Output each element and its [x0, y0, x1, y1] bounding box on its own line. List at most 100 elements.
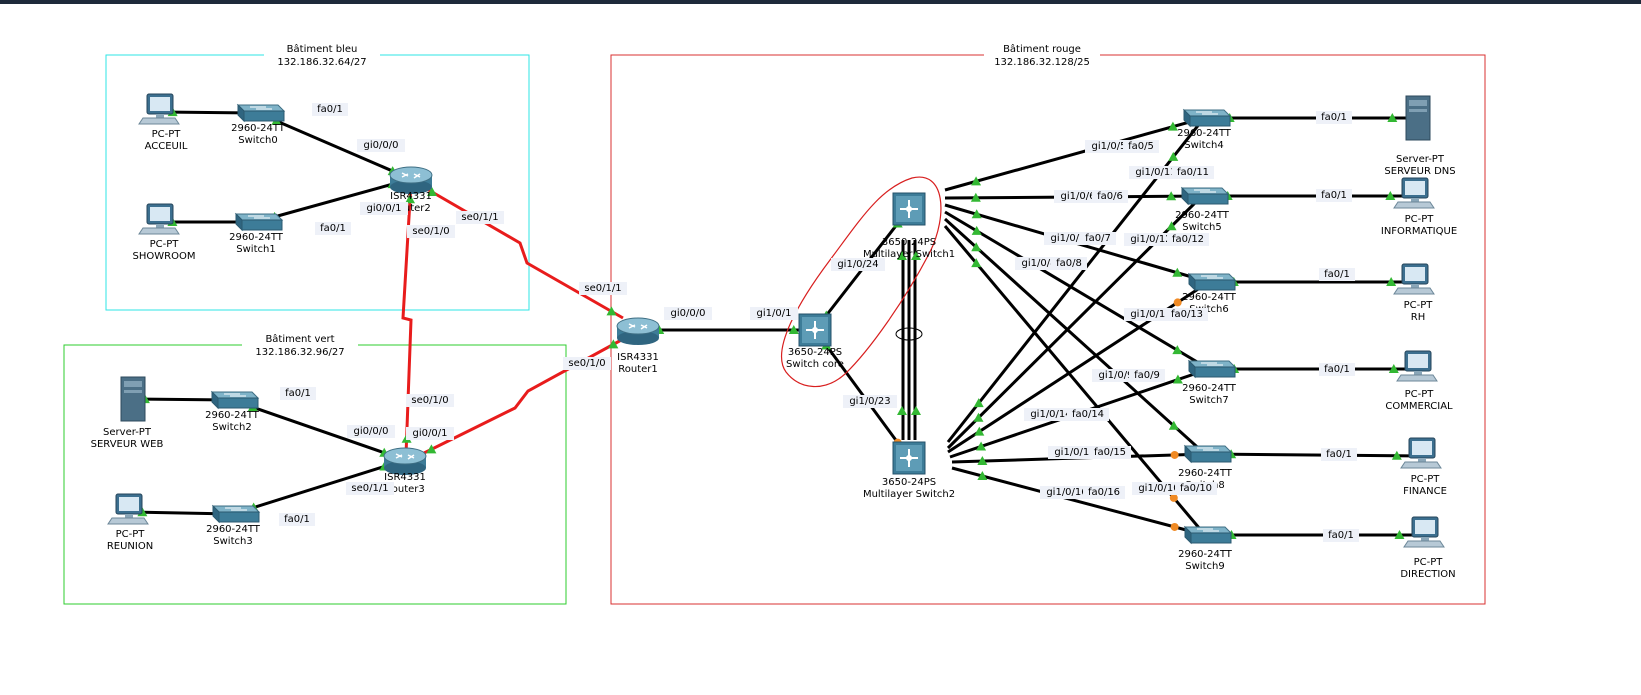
link-mls1-sw7[interactable]: [944, 210, 1210, 371]
port-label: fa0/6: [1092, 190, 1128, 203]
link-r1-core-status-b: [788, 325, 799, 334]
port-label: gi1/0/23: [843, 395, 897, 408]
svg-text:fa0/1: fa0/1: [1324, 269, 1350, 280]
device-sw3-type: 2960-24TT: [206, 524, 261, 535]
device-sw0-name: Switch0: [238, 135, 277, 146]
port-label: gi1/0/16: [1040, 486, 1094, 499]
device-r1-type: ISR4331: [617, 352, 659, 363]
link-sw2-r3[interactable]: [231, 398, 406, 462]
svg-text:fa0/1: fa0/1: [1326, 449, 1352, 460]
device-sw5-name: Switch5: [1182, 222, 1221, 233]
port-label: fa0/8: [1051, 257, 1087, 270]
port-label: gi1/0/6: [1054, 190, 1102, 203]
port-label: gi0/0/1: [360, 202, 408, 215]
pc-icon: [1400, 437, 1442, 469]
port-label: fa0/13: [1166, 308, 1208, 321]
multilayer-switch-icon: [892, 441, 926, 475]
link-mls1-sw6-status-b: [1172, 267, 1183, 277]
port-label: gi1/0/12: [1124, 233, 1178, 246]
link-core-mls2[interactable]: [813, 329, 911, 459]
svg-text:gi1/0/8: gi1/0/8: [1022, 258, 1057, 269]
switch-icon: [236, 103, 286, 123]
device-pc_dir-type: PC-PT: [1414, 557, 1444, 568]
link-mls2-sw5-status-b: [1166, 221, 1177, 231]
link-r3-r1-status-a: [426, 444, 437, 454]
zone-vert-title: Bâtiment vert: [265, 333, 334, 345]
svg-text:fa0/10: fa0/10: [1180, 483, 1212, 494]
pc-icon: [1403, 516, 1445, 548]
link-mls1-sw4[interactable]: [944, 116, 1205, 192]
link-mls1-sw8-status-a: [971, 242, 982, 252]
port-label: gi1/0/14: [1024, 408, 1078, 421]
switch-icon: [1183, 525, 1233, 545]
port-label: gi0/0/0: [347, 425, 395, 438]
port-label: gi0/0/0: [357, 139, 405, 152]
port-label: fa0/1: [1319, 363, 1355, 376]
link-mls2-sw6[interactable]: [947, 280, 1210, 454]
link-r2-r3[interactable]: [401, 182, 413, 456]
link-mls1-mls2-status-d: [911, 406, 921, 415]
device-sw9-name: Switch9: [1185, 561, 1224, 572]
svg-text:gi1/0/12: gi1/0/12: [1130, 234, 1171, 245]
link-r2-r1-status-b: [606, 306, 617, 316]
highlight-annotation: [781, 176, 942, 388]
link-sw8-pc_fin[interactable]: [1204, 452, 1424, 458]
router-icon: [383, 447, 427, 475]
port-label: gi1/0/13: [1124, 308, 1178, 321]
svg-text:gi1/0/5: gi1/0/5: [1092, 141, 1127, 152]
svg-text:fa0/11: fa0/11: [1177, 167, 1209, 178]
link-mls1-sw7-status-a: [971, 225, 982, 235]
svg-text:fa0/1: fa0/1: [284, 514, 310, 525]
link-mls1-sw8[interactable]: [943, 217, 1207, 456]
link-mls1-sw9-status-a: [971, 258, 982, 268]
port-label: se0/1/0: [406, 394, 454, 407]
device-r2-name: Router2: [391, 203, 431, 214]
port-label: fa0/1: [1316, 189, 1352, 202]
link-sw8-pc_fin-status-b: [1391, 450, 1402, 460]
link-sw1-r2[interactable]: [255, 177, 412, 224]
link-sw0-r2[interactable]: [257, 111, 412, 181]
link-mls2-sw5-status-a: [973, 412, 984, 422]
port-label: gi1/0/1: [750, 307, 798, 320]
port-label: fa0/14: [1067, 408, 1109, 421]
link-mls1-sw6-status-a: [971, 209, 982, 219]
svg-text:fa0/13: fa0/13: [1171, 309, 1203, 320]
device-pc_rh-type: PC-PT: [1404, 300, 1434, 311]
link-sw3-r3[interactable]: [232, 458, 406, 516]
port-label: fa0/1: [315, 222, 351, 235]
link-r2-r1[interactable]: [419, 183, 624, 320]
zone-vert-title-bg: [242, 333, 358, 359]
svg-text:fa0/16: fa0/16: [1088, 487, 1120, 498]
device-mls2-type: 3650-24PS: [882, 477, 936, 488]
device-sw4-name: Switch4: [1184, 140, 1223, 151]
port-label: gi1/0/24: [831, 258, 885, 271]
svg-text:gi0/0/0: gi0/0/0: [671, 308, 706, 319]
link-mls2-sw9[interactable]: [951, 466, 1206, 537]
